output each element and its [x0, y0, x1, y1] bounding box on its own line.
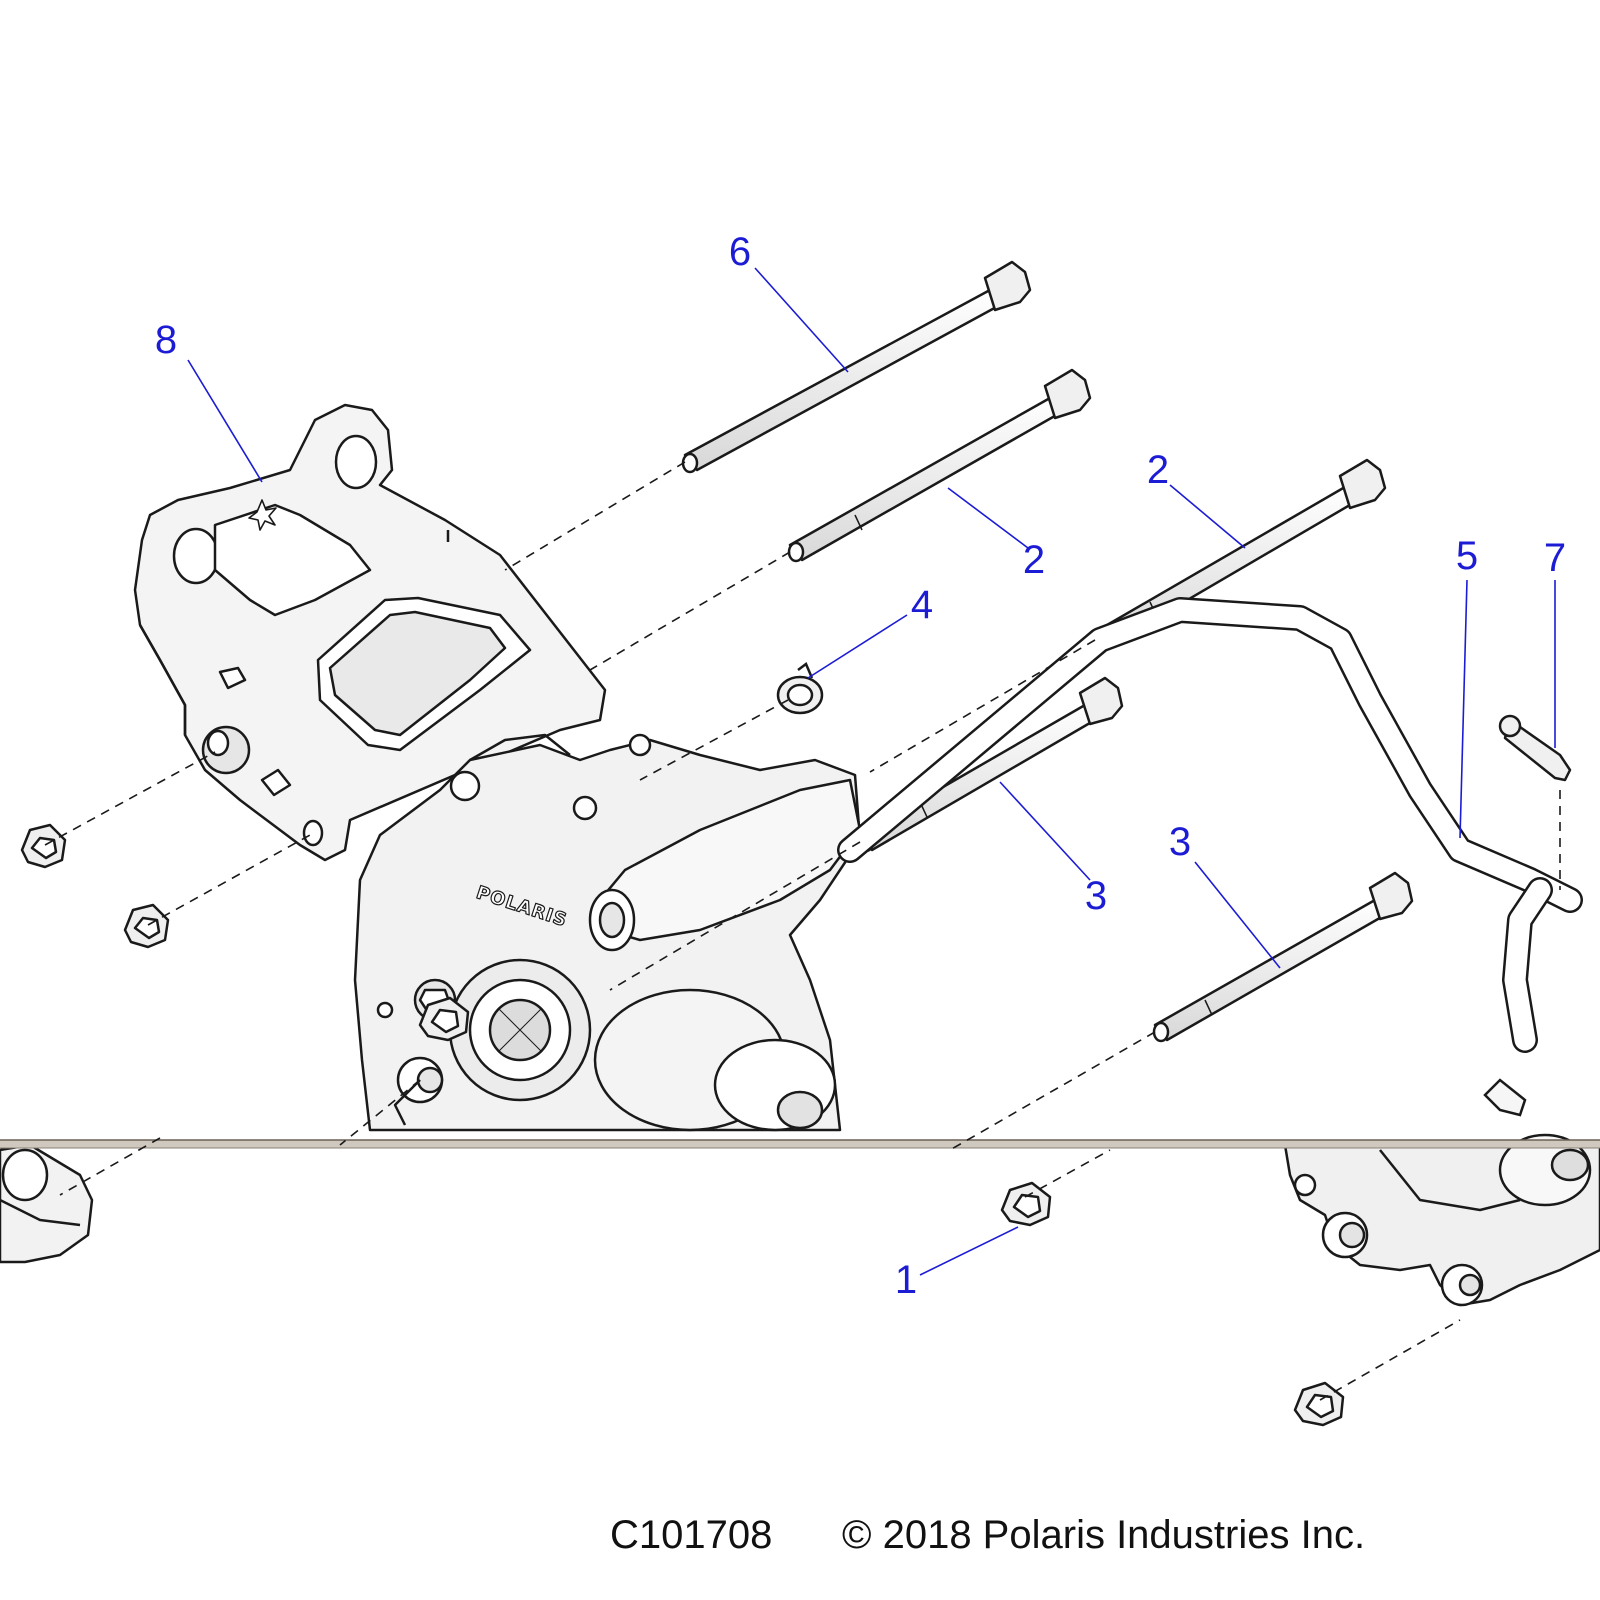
callout-6: 6 [728, 230, 752, 274]
flange-nut-left-lower [123, 903, 170, 949]
vent-hose [837, 597, 1583, 1053]
assembly-dashed-lines [44, 461, 1561, 1401]
callout-4: 4 [910, 583, 934, 627]
flange-nut-left-upper [20, 823, 67, 869]
callout-3-upper: 3 [1084, 874, 1108, 918]
flange-nut-item-1 [1000, 1181, 1052, 1227]
lower-left-housing-fragment [0, 1143, 94, 1264]
callout-8: 8 [154, 318, 178, 362]
diagram-break-line [0, 1139, 1600, 1149]
callout-2-lower: 2 [1146, 448, 1170, 492]
flange-nut-right-lower [1293, 1381, 1345, 1427]
bolt-6 [681, 260, 1032, 474]
callout-1: 1 [894, 1258, 918, 1302]
hose-clamp [776, 662, 824, 715]
star-icon [248, 499, 277, 531]
lower-right-housing-fragment [1283, 1133, 1600, 1307]
bolt-2-upper [787, 368, 1092, 563]
callout-leader-lines [187, 267, 1556, 1276]
gearcase-housing: POLARIS [353, 733, 862, 1132]
callout-3-lower: 3 [1168, 820, 1192, 864]
small-connector [1483, 1078, 1527, 1117]
mount-bracket [133, 403, 607, 862]
vent-fitting [1498, 714, 1572, 782]
callout-2-upper: 2 [1022, 538, 1046, 582]
flange-nut-housing [418, 996, 470, 1042]
copyright-notice: © 2018 Polaris Industries Inc. [842, 1513, 1366, 1557]
bolt-3-lower [1152, 871, 1414, 1043]
callout-7: 7 [1543, 536, 1567, 580]
drawing-number: C101708 [610, 1513, 773, 1557]
callout-5: 5 [1455, 534, 1479, 578]
